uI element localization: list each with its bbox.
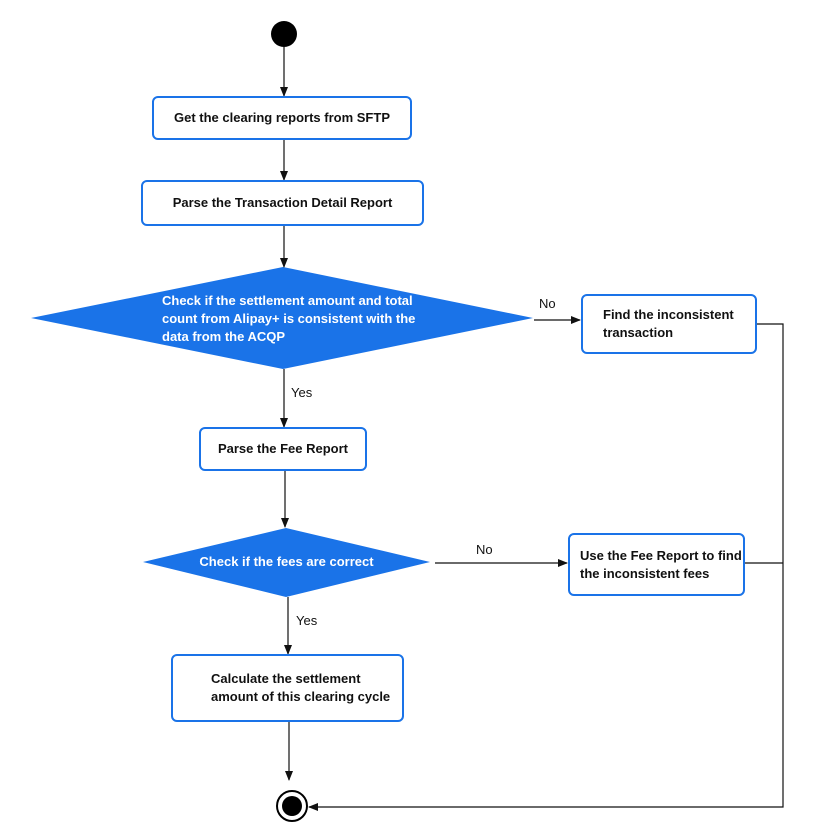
process-use-fee-report[interactable]: Use the Fee Report to find the inconsist…: [568, 533, 745, 596]
decision-settlement-diamond: [31, 267, 533, 369]
process-find-inconsistent-transaction[interactable]: Find the inconsistent transaction: [581, 294, 757, 354]
decision-fees-diamond: [143, 528, 430, 597]
decision-fees-label: Check if the fees are correct: [199, 554, 374, 569]
decision-settlement-label: Check if the settlement amount and total…: [162, 293, 416, 344]
edge-label-yes-settlement: Yes: [291, 385, 313, 400]
process-parse-fee-report[interactable]: Parse the Fee Report: [199, 427, 367, 471]
connector-find-txn-to-end: [308, 323, 784, 811]
process-find-inconsistent-transaction-label: Find the inconsistent transaction: [603, 307, 734, 340]
process-parse-transaction-detail-report-label: Parse the Transaction Detail Report: [172, 195, 393, 210]
end-node-core: [282, 796, 302, 816]
process-use-fee-report-label: Use the Fee Report to find the inconsist…: [580, 547, 742, 581]
process-get-clearing-reports-label: Get the clearing reports from SFTP: [174, 110, 390, 125]
edge-label-yes-fees: Yes: [296, 613, 318, 628]
edge-label-no-settlement: No: [539, 296, 556, 311]
start-node: [271, 21, 297, 47]
edge-label-no-fees: No: [476, 542, 493, 557]
process-parse-fee-report-label: Parse the Fee Report: [217, 441, 349, 456]
process-get-clearing-reports[interactable]: Get the clearing reports from SFTP: [152, 96, 412, 140]
process-calculate-settlement-label: Calculate the settlement amount of this …: [211, 671, 391, 704]
process-parse-transaction-detail-report[interactable]: Parse the Transaction Detail Report: [141, 180, 424, 226]
process-calculate-settlement[interactable]: Calculate the settlement amount of this …: [171, 654, 404, 722]
